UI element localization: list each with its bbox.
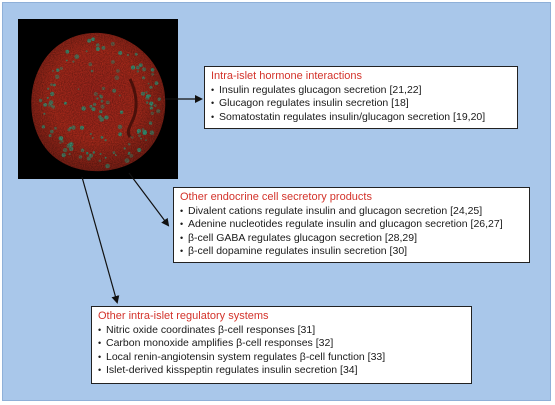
box-heading: Other intra-islet regulatory systems	[98, 310, 269, 322]
endocrine-secretory-products-box: Other endocrine cell secretory products …	[173, 187, 530, 263]
box-heading: Other endocrine cell secretory products	[180, 191, 372, 203]
box-heading: Intra-islet hormone interactions	[211, 70, 363, 82]
list-item: Local renin-angiotensin system regulates…	[98, 351, 465, 364]
islet-fissure	[126, 78, 138, 138]
list-item: Nitric oxide coordinates β-cell response…	[98, 324, 465, 337]
item-list: Nitric oxide coordinates β-cell response…	[98, 324, 465, 377]
list-item: Insulin regulates glucagon secretion [21…	[211, 84, 511, 97]
intra-islet-regulatory-systems-box: Other intra-islet regulatory systems Nit…	[91, 306, 472, 384]
arrow-to-endocrine-box	[128, 172, 170, 227]
item-list: Insulin regulates glucagon secretion [21…	[211, 84, 511, 124]
list-item: β-cell GABA regulates glucagon secretion…	[180, 232, 523, 245]
list-item: Carbon monoxide amplifies β-cell respons…	[98, 337, 465, 350]
arrow-to-regulatory-box	[81, 176, 120, 304]
list-item: Islet-derived kisspeptin regulates insul…	[98, 364, 465, 377]
islet-micrograph	[18, 19, 178, 179]
list-item: Somatostatin regulates insulin/glucagon …	[211, 111, 511, 124]
list-item: Adenine nucleotides regulate insulin and…	[180, 218, 523, 231]
figure-panel: Intra-islet hormone interactions Insulin…	[2, 2, 551, 401]
list-item: β-cell dopamine regulates insulin secret…	[180, 245, 523, 258]
list-item: Glucagon regulates insulin secretion [18…	[211, 97, 511, 110]
islet-micrograph-image	[18, 19, 178, 179]
intra-islet-hormone-box: Intra-islet hormone interactions Insulin…	[204, 66, 518, 129]
list-item: Divalent cations regulate insulin and gl…	[180, 205, 523, 218]
item-list: Divalent cations regulate insulin and gl…	[180, 205, 523, 258]
